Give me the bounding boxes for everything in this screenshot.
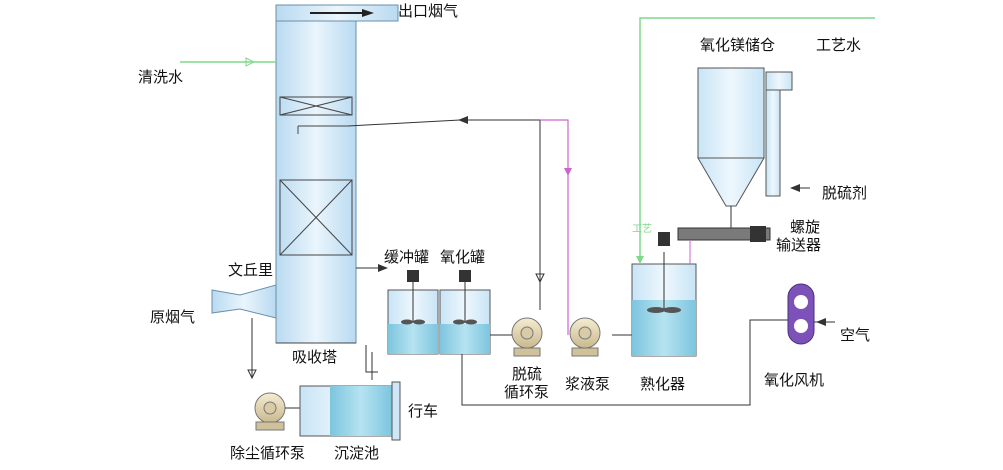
- raw-gas-label: 原烟气: [150, 308, 195, 326]
- oxidation-tank: [439, 270, 491, 355]
- side-tag-label: 工艺: [632, 223, 652, 235]
- screw-conveyor-label-1: 螺旋: [790, 218, 820, 236]
- screw-conveyor-label-2: 输送器: [776, 236, 821, 254]
- buffer-tank-label: 缓冲罐: [384, 248, 429, 266]
- slurry-line: [540, 119, 632, 336]
- process-water-line: 工艺: [632, 17, 875, 264]
- desulf-pump-label-2: 循环泵: [504, 383, 549, 401]
- tower-to-buffer-line: [356, 264, 388, 380]
- recirculation-line: [347, 116, 545, 310]
- outlet-gas-label: 出口烟气: [398, 2, 458, 20]
- oxidation-fan: [461, 283, 835, 406]
- settling-tank-label: 沉淀池: [334, 444, 379, 462]
- wash-water-line: [180, 57, 276, 67]
- desulf-pump-label-1: 脱硫: [512, 365, 542, 383]
- process-water-label: 工艺水: [816, 36, 861, 54]
- buffer-tank: [387, 270, 439, 355]
- mgo-silo: [697, 67, 810, 228]
- venturi: [211, 284, 277, 319]
- dust-removal-pump: [247, 318, 300, 431]
- mgo-silo-label: 氧化镁储仓: [700, 36, 775, 54]
- slurry-pump: [569, 317, 601, 357]
- curing-tank-label: 熟化器: [640, 375, 685, 393]
- dust-pump-label: 除尘循环泵: [230, 444, 305, 462]
- curing-tank: [631, 232, 697, 357]
- air-label: 空气: [840, 326, 870, 344]
- crane-label: 行车: [408, 402, 438, 420]
- wash-water-label: 清洗水: [138, 68, 183, 86]
- desulf-circulation-pump: [490, 317, 543, 357]
- absorber-tower: [275, 4, 399, 344]
- absorber-label: 吸收塔: [292, 348, 337, 366]
- oxidation-fan-label: 氧化风机: [764, 371, 824, 389]
- slurry-pump-label: 浆液泵: [565, 375, 610, 393]
- settling-tank: [299, 381, 401, 441]
- desulfurizer-label: 脱硫剂: [822, 184, 867, 202]
- screw-conveyor: [677, 226, 771, 252]
- venturi-label: 文丘里: [228, 261, 273, 279]
- oxidation-tank-label: 氧化罐: [440, 248, 485, 266]
